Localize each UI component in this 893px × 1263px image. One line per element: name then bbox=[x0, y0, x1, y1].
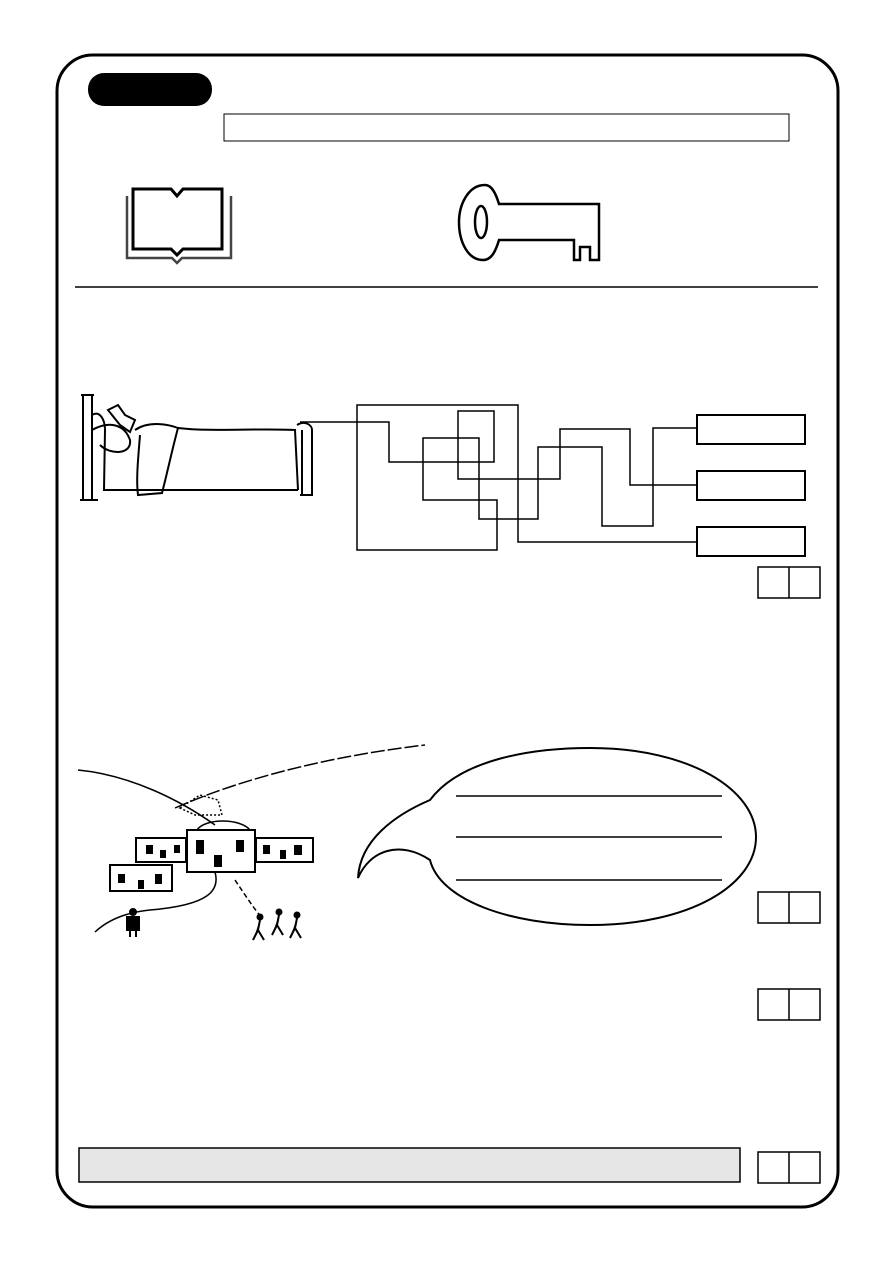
title-box[interactable] bbox=[223, 113, 790, 142]
score-box-1[interactable] bbox=[757, 566, 821, 599]
maze-path-a bbox=[300, 410, 697, 486]
page-frame bbox=[55, 53, 840, 1209]
score-box-2[interactable] bbox=[757, 891, 821, 924]
maze-path-b bbox=[356, 404, 697, 551]
village-illustration bbox=[77, 744, 426, 933]
score-box-4[interactable] bbox=[757, 1151, 821, 1184]
score-box-3[interactable] bbox=[757, 988, 821, 1021]
book-icon bbox=[125, 187, 233, 265]
section-pill bbox=[88, 73, 212, 106]
answer-field-2[interactable] bbox=[696, 470, 806, 501]
village-windows bbox=[118, 840, 302, 889]
bed-illustration bbox=[80, 394, 313, 501]
key-icon bbox=[457, 183, 601, 262]
maze bbox=[300, 404, 697, 551]
answer-field-3[interactable] bbox=[696, 526, 806, 557]
answer-field-1[interactable] bbox=[696, 414, 806, 445]
footer-bar bbox=[78, 1147, 741, 1183]
people-figures bbox=[126, 908, 302, 941]
